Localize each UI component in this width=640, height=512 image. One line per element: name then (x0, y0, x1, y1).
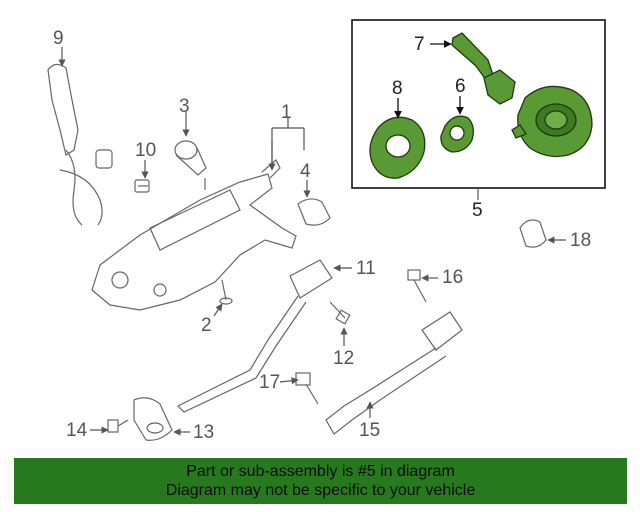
callout-11: 11 (356, 258, 376, 279)
callout-13: 13 (193, 422, 215, 443)
banner-line-1: Part or sub-assembly is #5 in diagram (186, 463, 455, 480)
clockspring-icon (440, 115, 474, 153)
callout-12: 12 (333, 348, 355, 369)
bolt-icon (295, 372, 319, 405)
shaft-icon (176, 259, 333, 413)
callout-17: 17 (259, 372, 281, 393)
sleeve-icon (174, 140, 207, 176)
callout-5: 5 (472, 200, 483, 221)
bolt-icon (219, 279, 233, 305)
leader-lines (58, 47, 566, 436)
callout-1: 1 (281, 102, 292, 123)
callout-6: 6 (455, 76, 466, 97)
callout-16: 16 (442, 267, 464, 288)
callout-7: 7 (414, 34, 425, 55)
bolt-icon (407, 269, 427, 303)
clockspring-icon (369, 116, 426, 179)
callout-3: 3 (179, 96, 190, 117)
bushing-icon (519, 219, 547, 248)
callout-4: 4 (300, 161, 311, 182)
boot-icon (133, 397, 173, 441)
info-banner: Part or sub-assembly is #5 in diagram Di… (14, 458, 627, 504)
steering-column-icon (91, 159, 297, 311)
callout-18: 18 (570, 230, 592, 251)
parts-diagram (47, 19, 606, 441)
callout-9: 9 (53, 28, 64, 49)
shaft-icon (325, 311, 463, 435)
switch-lever-icon (47, 63, 113, 226)
callout-10: 10 (135, 140, 157, 161)
callout-15: 15 (359, 420, 381, 441)
cap-icon (297, 198, 331, 226)
callout-14: 14 (66, 420, 88, 441)
bolt-icon (107, 419, 129, 433)
banner-line-2: Diagram may not be specific to your vehi… (165, 482, 476, 499)
switch-lever-icon (451, 32, 516, 105)
bolt-icon (329, 301, 351, 325)
clockspring-icon (511, 85, 593, 158)
highlight-leader-lines (394, 40, 464, 119)
bolt-icon (134, 179, 150, 193)
callout-8: 8 (392, 78, 403, 99)
callout-2: 2 (201, 315, 212, 336)
